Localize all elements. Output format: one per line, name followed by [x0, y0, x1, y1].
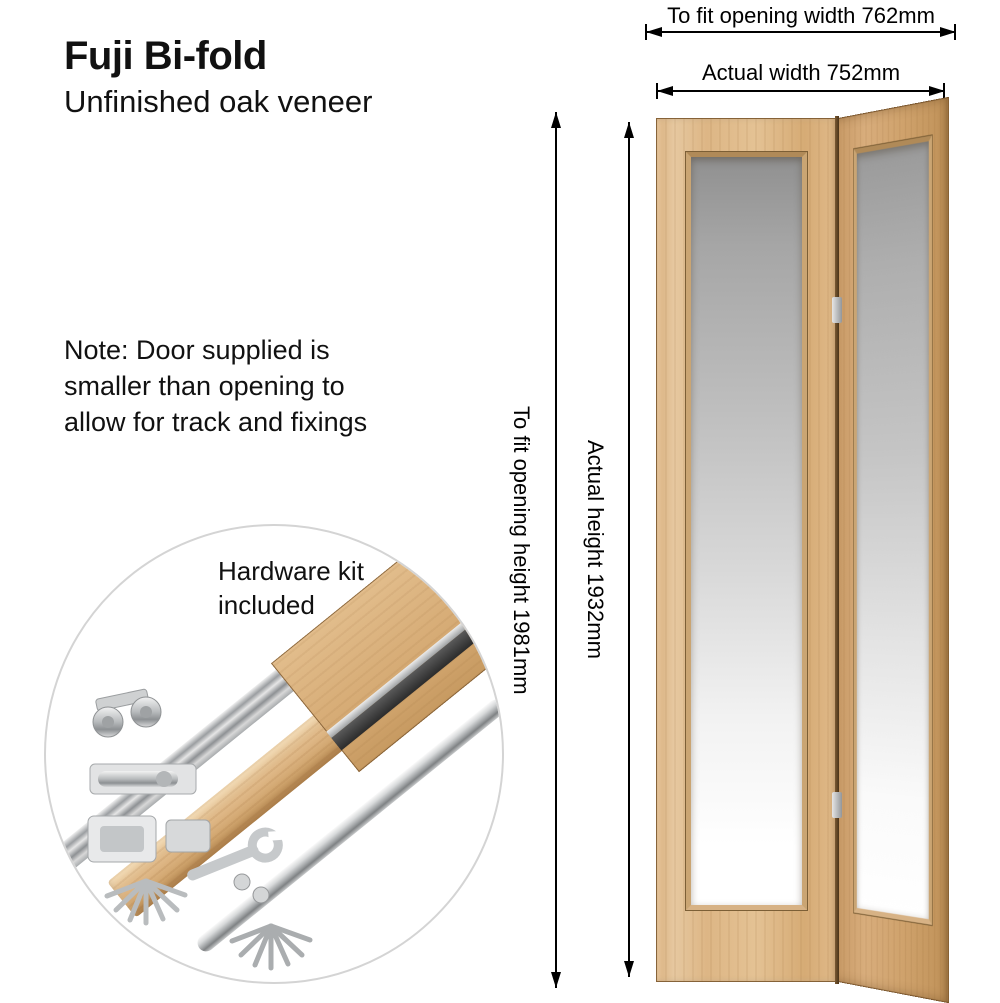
note-text: Note: Door supplied is smaller than open…	[64, 335, 368, 437]
nuts-icon	[233, 873, 270, 904]
screws-fan-icon	[229, 923, 313, 971]
door-left-panel	[656, 118, 837, 982]
door-right-glass	[853, 135, 933, 925]
page-title: Fuji Bi-fold	[64, 34, 267, 78]
dim-tick	[943, 83, 945, 99]
dim-tick	[656, 83, 658, 99]
barrel-bolt-icon	[89, 763, 197, 795]
page-subtitle: Unfinished oak veneer	[64, 84, 373, 119]
dim-label-actual-width: Actual width 752mm	[701, 60, 901, 85]
door-fold-line	[835, 116, 839, 984]
screws-fan-icon	[104, 878, 188, 926]
hardware-items-illustration	[87, 688, 313, 971]
door-illustration	[656, 96, 956, 1003]
latch-plates-icon	[87, 815, 211, 863]
dim-arrow-fit-opening-width	[646, 27, 956, 37]
dim-tick	[645, 24, 647, 40]
hardware-inset: Hardware kit included	[44, 524, 504, 984]
door-right-panel	[838, 96, 950, 1003]
dim-arrow-actual-height	[624, 122, 634, 977]
dim-label-fit-opening-height: To fit opening height 1981mm	[509, 405, 534, 695]
dim-arrow-fit-opening-height	[551, 112, 561, 988]
dim-tick	[954, 24, 956, 40]
dim-arrow-actual-width	[657, 86, 945, 96]
wrench-icon	[187, 827, 285, 881]
dim-label-actual-height: Actual height 1932mm	[583, 440, 608, 659]
hardware-kit-label: Hardware kit included	[218, 556, 364, 620]
hinge-icon	[832, 792, 842, 818]
roller-wheels-icon	[92, 688, 162, 738]
door-left-glass	[686, 152, 807, 910]
hinge-icon	[832, 297, 842, 323]
dim-label-fit-opening-width: To fit opening width 762mm	[667, 3, 935, 28]
